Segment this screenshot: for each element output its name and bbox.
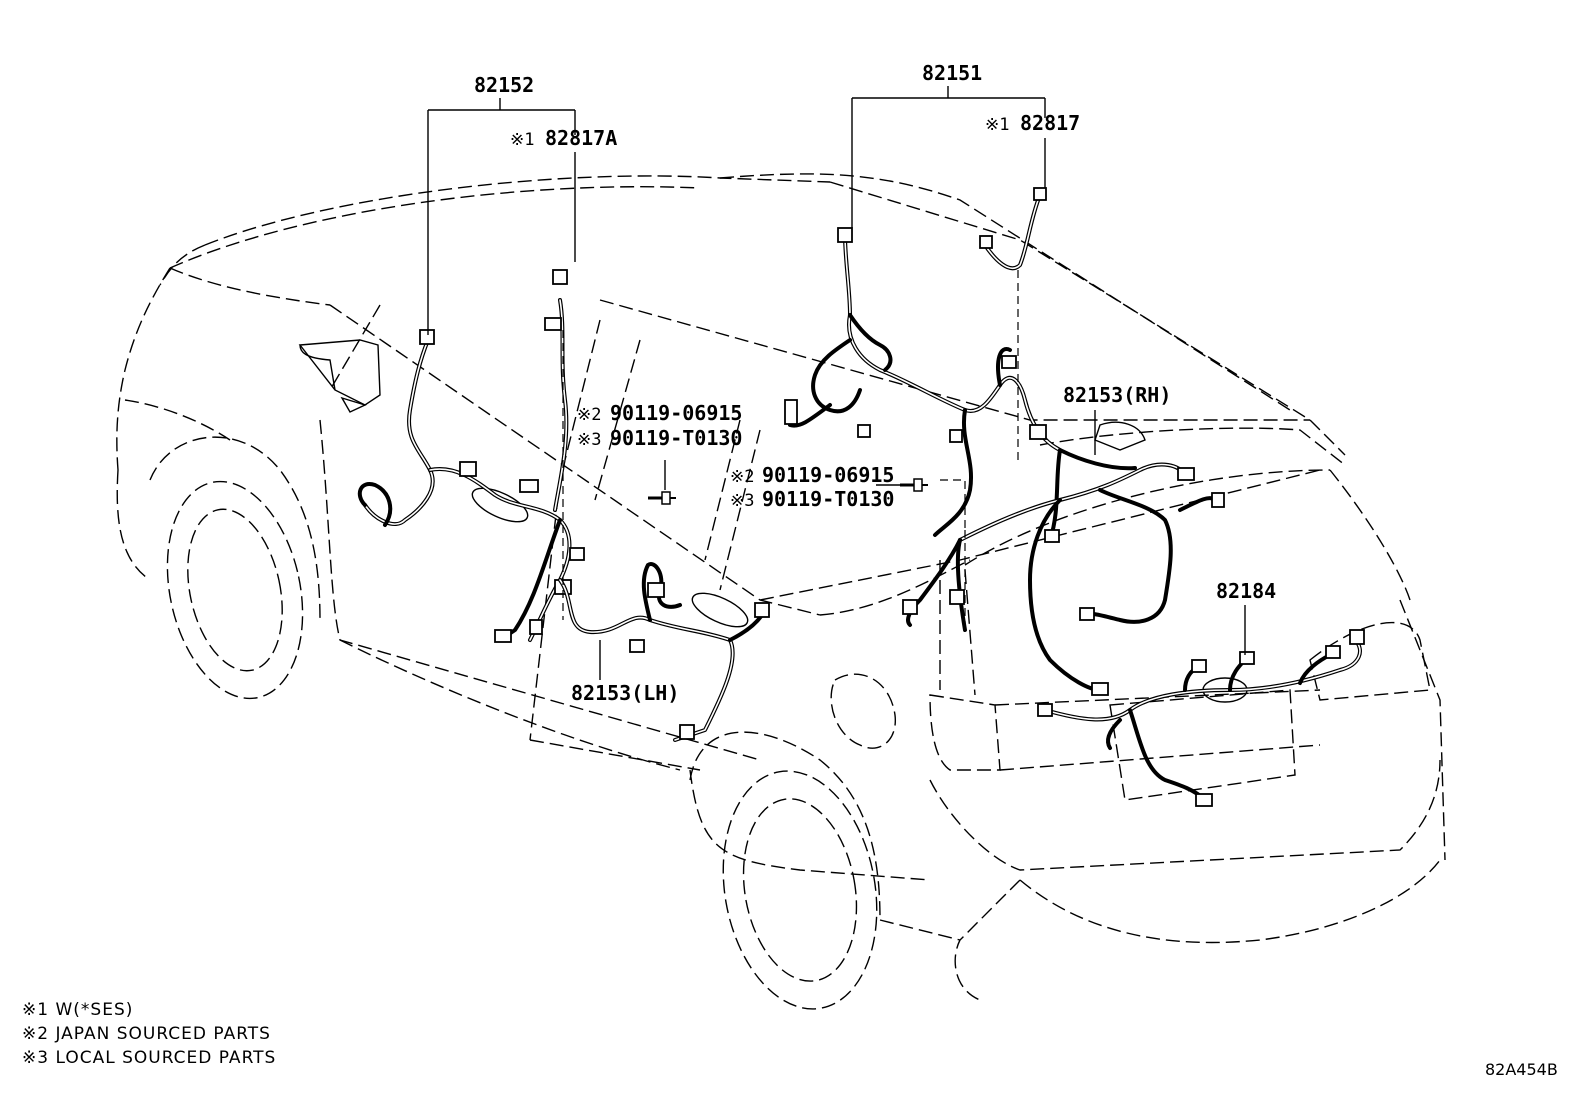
part-label-82817a: 82817A [545,126,617,150]
harness-82184 [1037,629,1365,807]
diagram-code: 82A454B [1485,1060,1558,1079]
harness-82153-lh [558,562,770,742]
bolt-part-center-2: 90119-T0130 [762,487,894,511]
bolt-part-left-1: 90119-06915 [610,401,742,425]
note-mark: ※2 [730,467,754,487]
part-label-82153-rh: 82153(RH) [1063,383,1171,407]
part-label-82151: 82151 [922,61,982,85]
note-mark: ※3 [577,430,601,450]
note-mark: ※2 [577,405,601,425]
harness-82153-rh [902,462,1225,696]
part-label-82153-lh: 82153(LH) [571,681,679,705]
footnotes: ※1 W(*SES) ※2 JAPAN SOURCED PARTS ※3 LOC… [22,1000,276,1068]
leader-lines [427,86,1246,680]
note-mark: ※1 [985,115,1009,135]
part-label-82152: 82152 [474,73,534,97]
harness-82151 [784,187,1137,542]
harness-82152 [357,269,585,643]
footnote-1: ※1 W(*SES) [22,1000,133,1020]
footnote-2: ※2 JAPAN SOURCED PARTS [22,1024,271,1044]
bolt-part-left-2: 90119-T0130 [610,426,742,450]
footnote-3: ※3 LOCAL SOURCED PARTS [22,1048,276,1068]
part-label-82817: 82817 [1020,111,1080,135]
part-labels: 82152 ※1 82817A 82151 ※1 82817 82153(RH)… [474,61,1276,705]
part-label-82184: 82184 [1216,579,1276,603]
bolt-center-icon [900,478,928,492]
note-mark: ※3 [730,491,754,511]
bolt-part-center-1: 90119-06915 [762,463,894,487]
bolt-left-icon [648,491,676,505]
note-mark: ※1 [510,130,534,150]
